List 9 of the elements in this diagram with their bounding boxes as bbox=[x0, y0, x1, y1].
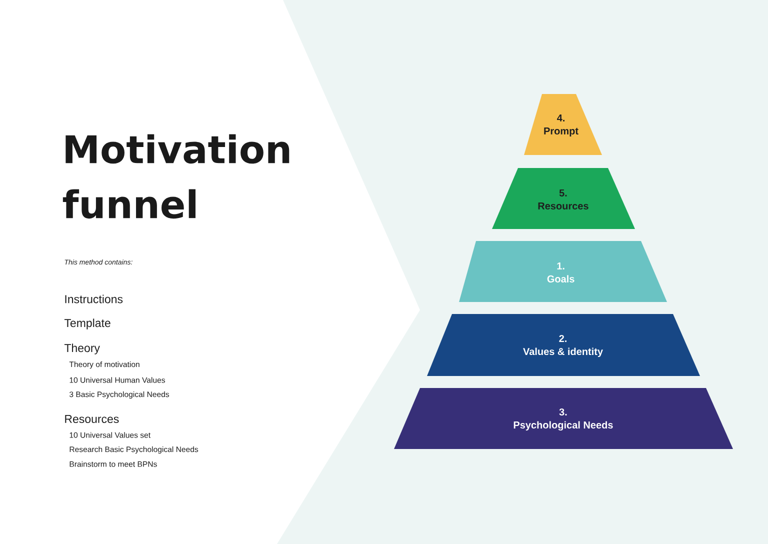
section-heading: Theory bbox=[64, 344, 100, 354]
title: Motivation funnel bbox=[62, 134, 290, 219]
funnel-layer: 3. Psychological Needs bbox=[394, 388, 733, 449]
funnel-layer: 4. Prompt bbox=[524, 94, 602, 155]
funnel-layer: 5. Resources bbox=[492, 168, 635, 229]
section-heading: Template bbox=[64, 318, 110, 330]
section-heading: Instructions bbox=[65, 294, 123, 304]
funnel-layer: 1. Goals bbox=[459, 241, 667, 302]
section-heading: Resources bbox=[65, 415, 119, 424]
